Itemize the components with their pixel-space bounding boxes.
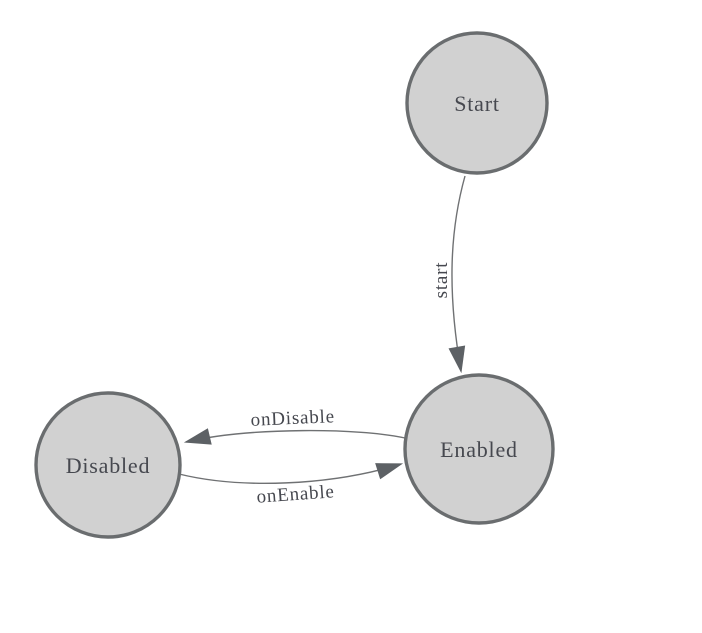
- edge-label-start: start: [431, 262, 452, 299]
- state-circle-disabled: [34, 391, 182, 539]
- state-label-enabled: Enabled: [440, 437, 518, 462]
- edge-label-onenable: onEnable: [256, 481, 335, 507]
- edge-enabled-to-disabled: [183, 428, 406, 445]
- state-circle-start: [405, 31, 549, 175]
- state-node-disabled: Disabled: [34, 391, 182, 539]
- state-circle-enabled: [403, 373, 555, 525]
- state-label-disabled: Disabled: [66, 453, 151, 478]
- state-node-enabled: Enabled: [403, 373, 555, 525]
- edge-start-to-enabled: [448, 175, 466, 374]
- state-label-start: Start: [454, 91, 500, 116]
- edge-label-ondisable: onDisable: [250, 406, 335, 431]
- edge-disabled-to-enabled: [178, 463, 404, 484]
- state-node-start: Start: [405, 31, 549, 175]
